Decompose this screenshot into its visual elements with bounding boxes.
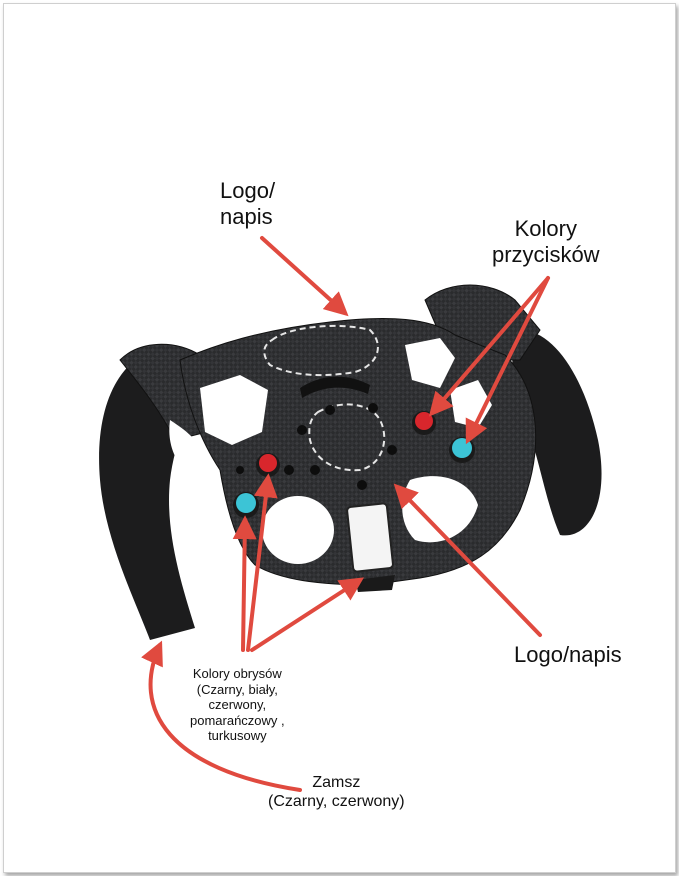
arrow-button-teal-right	[465, 276, 550, 445]
logo-area-center-outline	[308, 403, 386, 472]
button-teal-right	[449, 437, 475, 463]
arrow-button-red-right	[428, 276, 550, 417]
right-suede-grip	[512, 330, 602, 536]
arrow-outline-tab	[250, 577, 365, 652]
button-red-left	[256, 453, 280, 477]
arrow-suede	[141, 640, 302, 792]
label-outline-colors: Kolory obrysów (Czarny, biały, czerwony,…	[190, 666, 285, 744]
label-logo-bottom: Logo/napis	[514, 642, 622, 667]
cutout-bottom-right	[402, 476, 478, 543]
cutout-left	[200, 375, 268, 445]
annotation-arrows	[141, 236, 550, 792]
arrow-outline-teal	[232, 515, 257, 652]
button-red-right	[412, 411, 436, 435]
button-teal-left	[233, 492, 259, 518]
display-window	[346, 502, 394, 573]
arrow-logo-top	[260, 236, 349, 317]
cutout-right-top	[405, 338, 455, 388]
mounting-holes	[236, 403, 397, 490]
top-slot	[300, 376, 370, 398]
cutout-left-inner	[169, 420, 205, 465]
label-button-colors: Kolory przycisków	[492, 216, 600, 268]
label-suede: Zamsz (Czarny, czerwony)	[268, 774, 405, 811]
cutout-bottom-left	[262, 496, 334, 564]
bottom-tab	[355, 575, 395, 592]
label-logo-top: Logo/ napis	[220, 178, 276, 230]
arrow-outline-red	[246, 473, 278, 652]
arrow-logo-bottom	[393, 483, 542, 637]
